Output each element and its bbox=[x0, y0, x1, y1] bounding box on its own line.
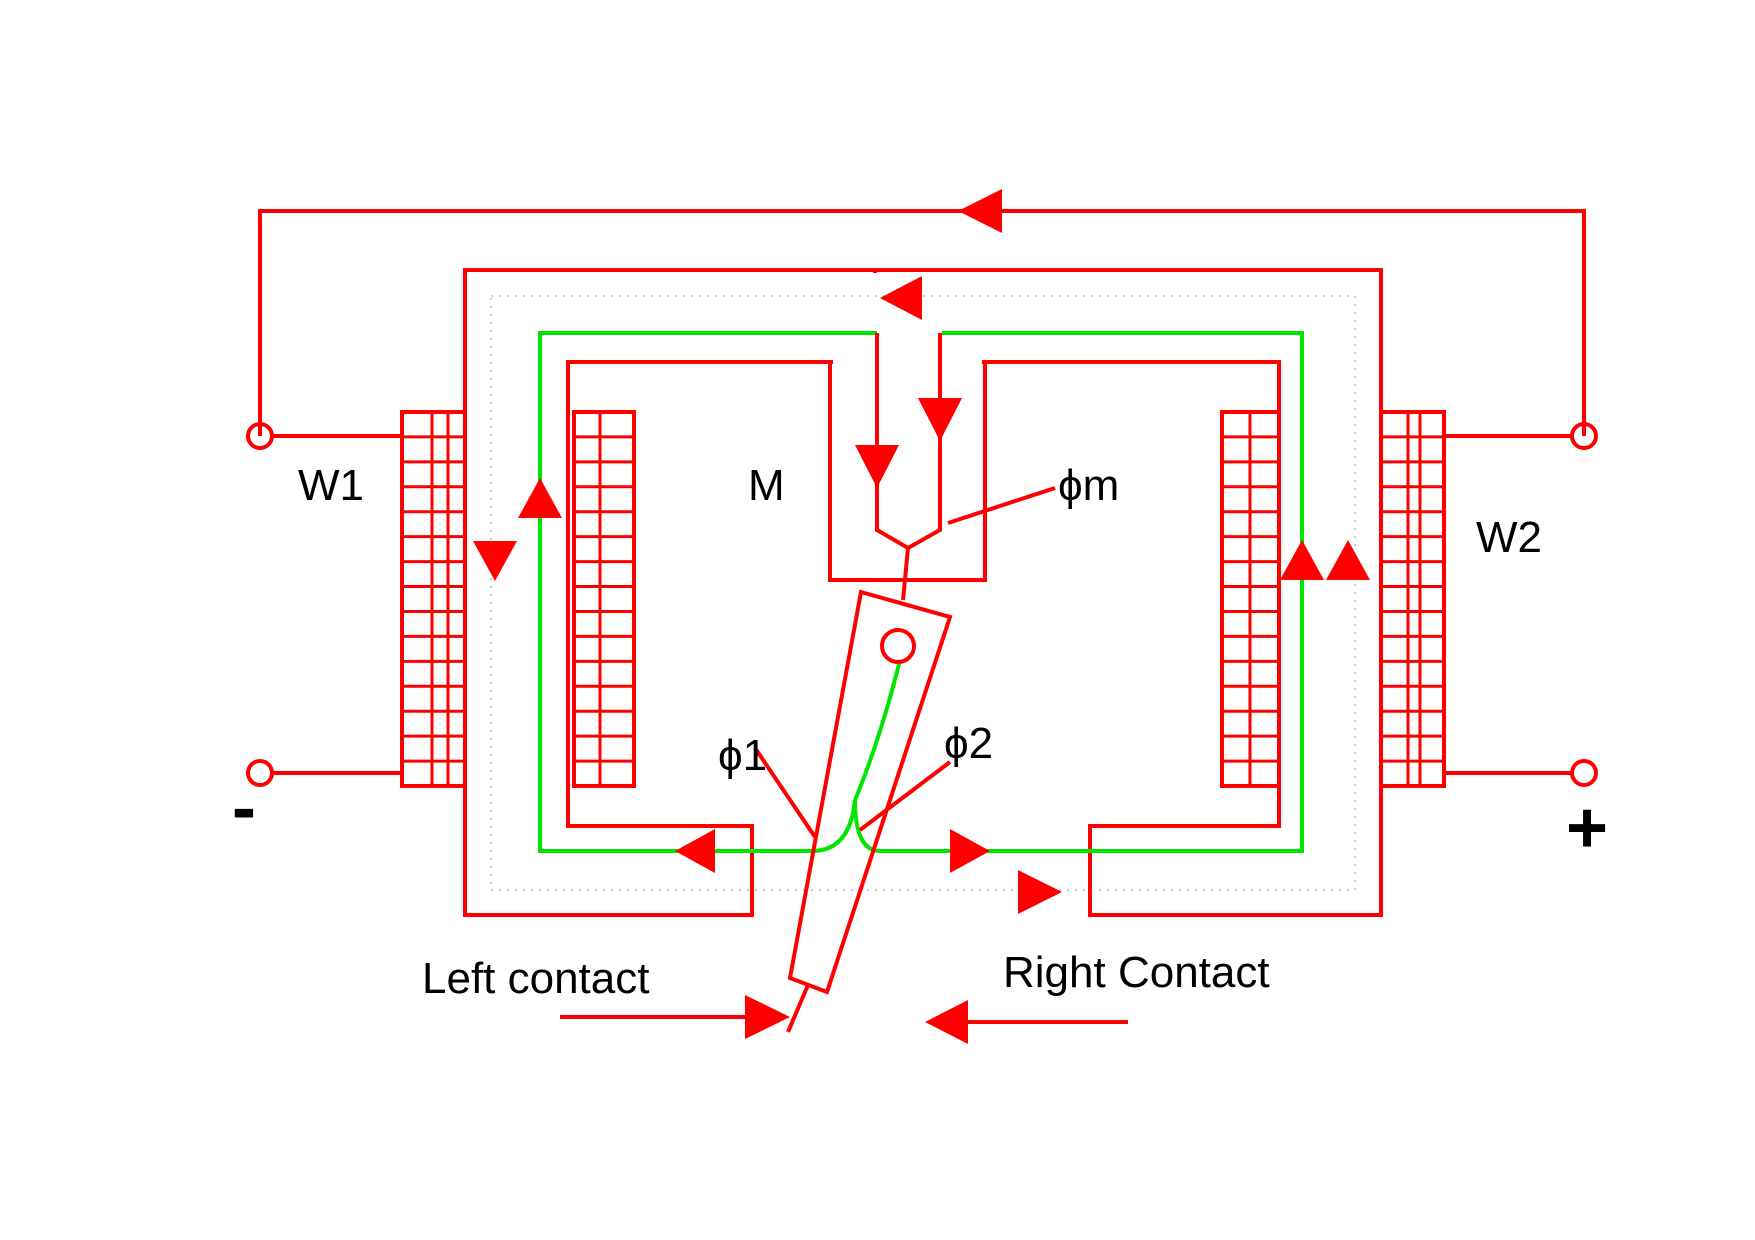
flux-left-up-arrow bbox=[518, 478, 562, 518]
phi-m-leader bbox=[947, 486, 1056, 525]
top-wire-arrow bbox=[958, 189, 1002, 233]
flux-right-up-arrow bbox=[1280, 540, 1324, 580]
label-phi-1: ϕ1 bbox=[718, 731, 767, 780]
right-contact-arrow-head bbox=[925, 1000, 968, 1044]
magnet-flux-line-right bbox=[907, 333, 942, 550]
coil-w1-windings bbox=[402, 435, 465, 763]
label-phi-2: ϕ2 bbox=[944, 719, 993, 768]
core-left-half bbox=[463, 268, 877, 917]
magnet-arrow-right bbox=[918, 398, 962, 441]
flux-bottom-right-arrow bbox=[950, 829, 990, 873]
label-plus: + bbox=[1566, 788, 1608, 868]
label-phi-m: ϕm bbox=[1058, 461, 1119, 510]
phi-1-leader bbox=[753, 746, 817, 839]
phi-2-leader bbox=[858, 760, 952, 832]
armature-pivot bbox=[880, 628, 916, 664]
label-magnet: M bbox=[748, 461, 785, 510]
coil-left-inner bbox=[572, 410, 636, 788]
magnet-flux-line-left bbox=[875, 333, 910, 550]
armature-tongue bbox=[787, 589, 953, 995]
magnet-arrow-left bbox=[855, 445, 899, 488]
coil-left-inner-windings bbox=[574, 435, 634, 763]
label-left-contact: Left contact bbox=[422, 954, 649, 1003]
label-minus: - bbox=[232, 768, 256, 848]
flux-path-right bbox=[853, 331, 1304, 853]
magnet-stem bbox=[901, 547, 910, 601]
coil-w2 bbox=[1379, 410, 1446, 788]
label-right-contact: Right Contact bbox=[1003, 948, 1270, 997]
core-right-half bbox=[873, 268, 1383, 917]
core-left-down-arrow bbox=[473, 541, 517, 581]
dotted-outline bbox=[490, 295, 1356, 891]
left-contact-arrow-head bbox=[745, 995, 790, 1039]
label-w1: W1 bbox=[298, 461, 364, 510]
flux-bottom-left-arrow bbox=[675, 829, 715, 873]
flux-path-armature bbox=[853, 659, 902, 801]
w2-bottom-terminal bbox=[1570, 759, 1598, 787]
coil-w2-windings bbox=[1381, 435, 1444, 763]
armature-tip bbox=[786, 984, 810, 1033]
coil-right-inner-windings bbox=[1222, 435, 1279, 763]
flux-right-up-arrow-2 bbox=[1326, 540, 1370, 580]
core-bottom-right-arrow bbox=[1018, 870, 1062, 914]
top-connecting-wire bbox=[258, 209, 1586, 436]
label-w2: W2 bbox=[1476, 513, 1542, 562]
core-top-arrow bbox=[880, 276, 922, 320]
